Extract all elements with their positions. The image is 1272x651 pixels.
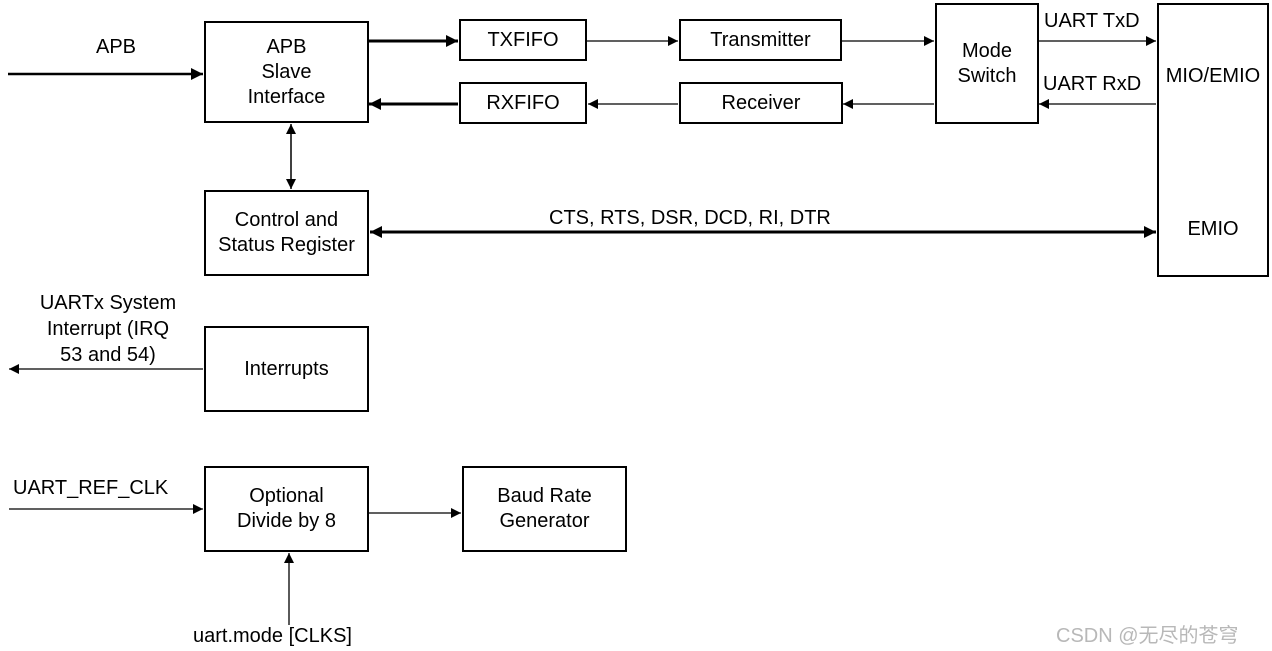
mode-switch-block: Mode Switch [935, 3, 1039, 124]
modem-lines-label: CTS, RTS, DSR, DCD, RI, DTR [549, 207, 831, 229]
optional-divide-block: Optional Divide by 8 [204, 466, 369, 552]
apb-signal-label: APB [96, 36, 137, 58]
control-status-register-block: Control and Status Register [204, 190, 369, 276]
mio-emio-block: MIO/EMIO EMIO [1157, 3, 1269, 277]
mode-clks-label: uart.mode [CLKS] [193, 625, 352, 647]
csdn-watermark: CSDN @无尽的苍穹 [1056, 625, 1239, 647]
interrupts-block: Interrupts [204, 326, 369, 412]
txfifo-block: TXFIFO [459, 19, 587, 61]
transmitter-block: Transmitter [679, 19, 842, 61]
irq-label: UARTx System Interrupt (IRQ 53 and 54) [39, 292, 177, 366]
uart-rxd-label: UART RxD [1043, 73, 1142, 95]
rxfifo-block: RXFIFO [459, 82, 587, 124]
baud-rate-generator-block: Baud Rate Generator [462, 466, 627, 552]
mio-emio-label: MIO/EMIO [1165, 65, 1261, 87]
emio-label: EMIO [1187, 218, 1239, 240]
uart-txd-label: UART TxD [1044, 10, 1140, 32]
receiver-block: Receiver [679, 82, 843, 124]
ref-clk-label: UART_REF_CLK [13, 477, 169, 499]
apb-slave-interface-block: APB Slave Interface [204, 21, 369, 123]
